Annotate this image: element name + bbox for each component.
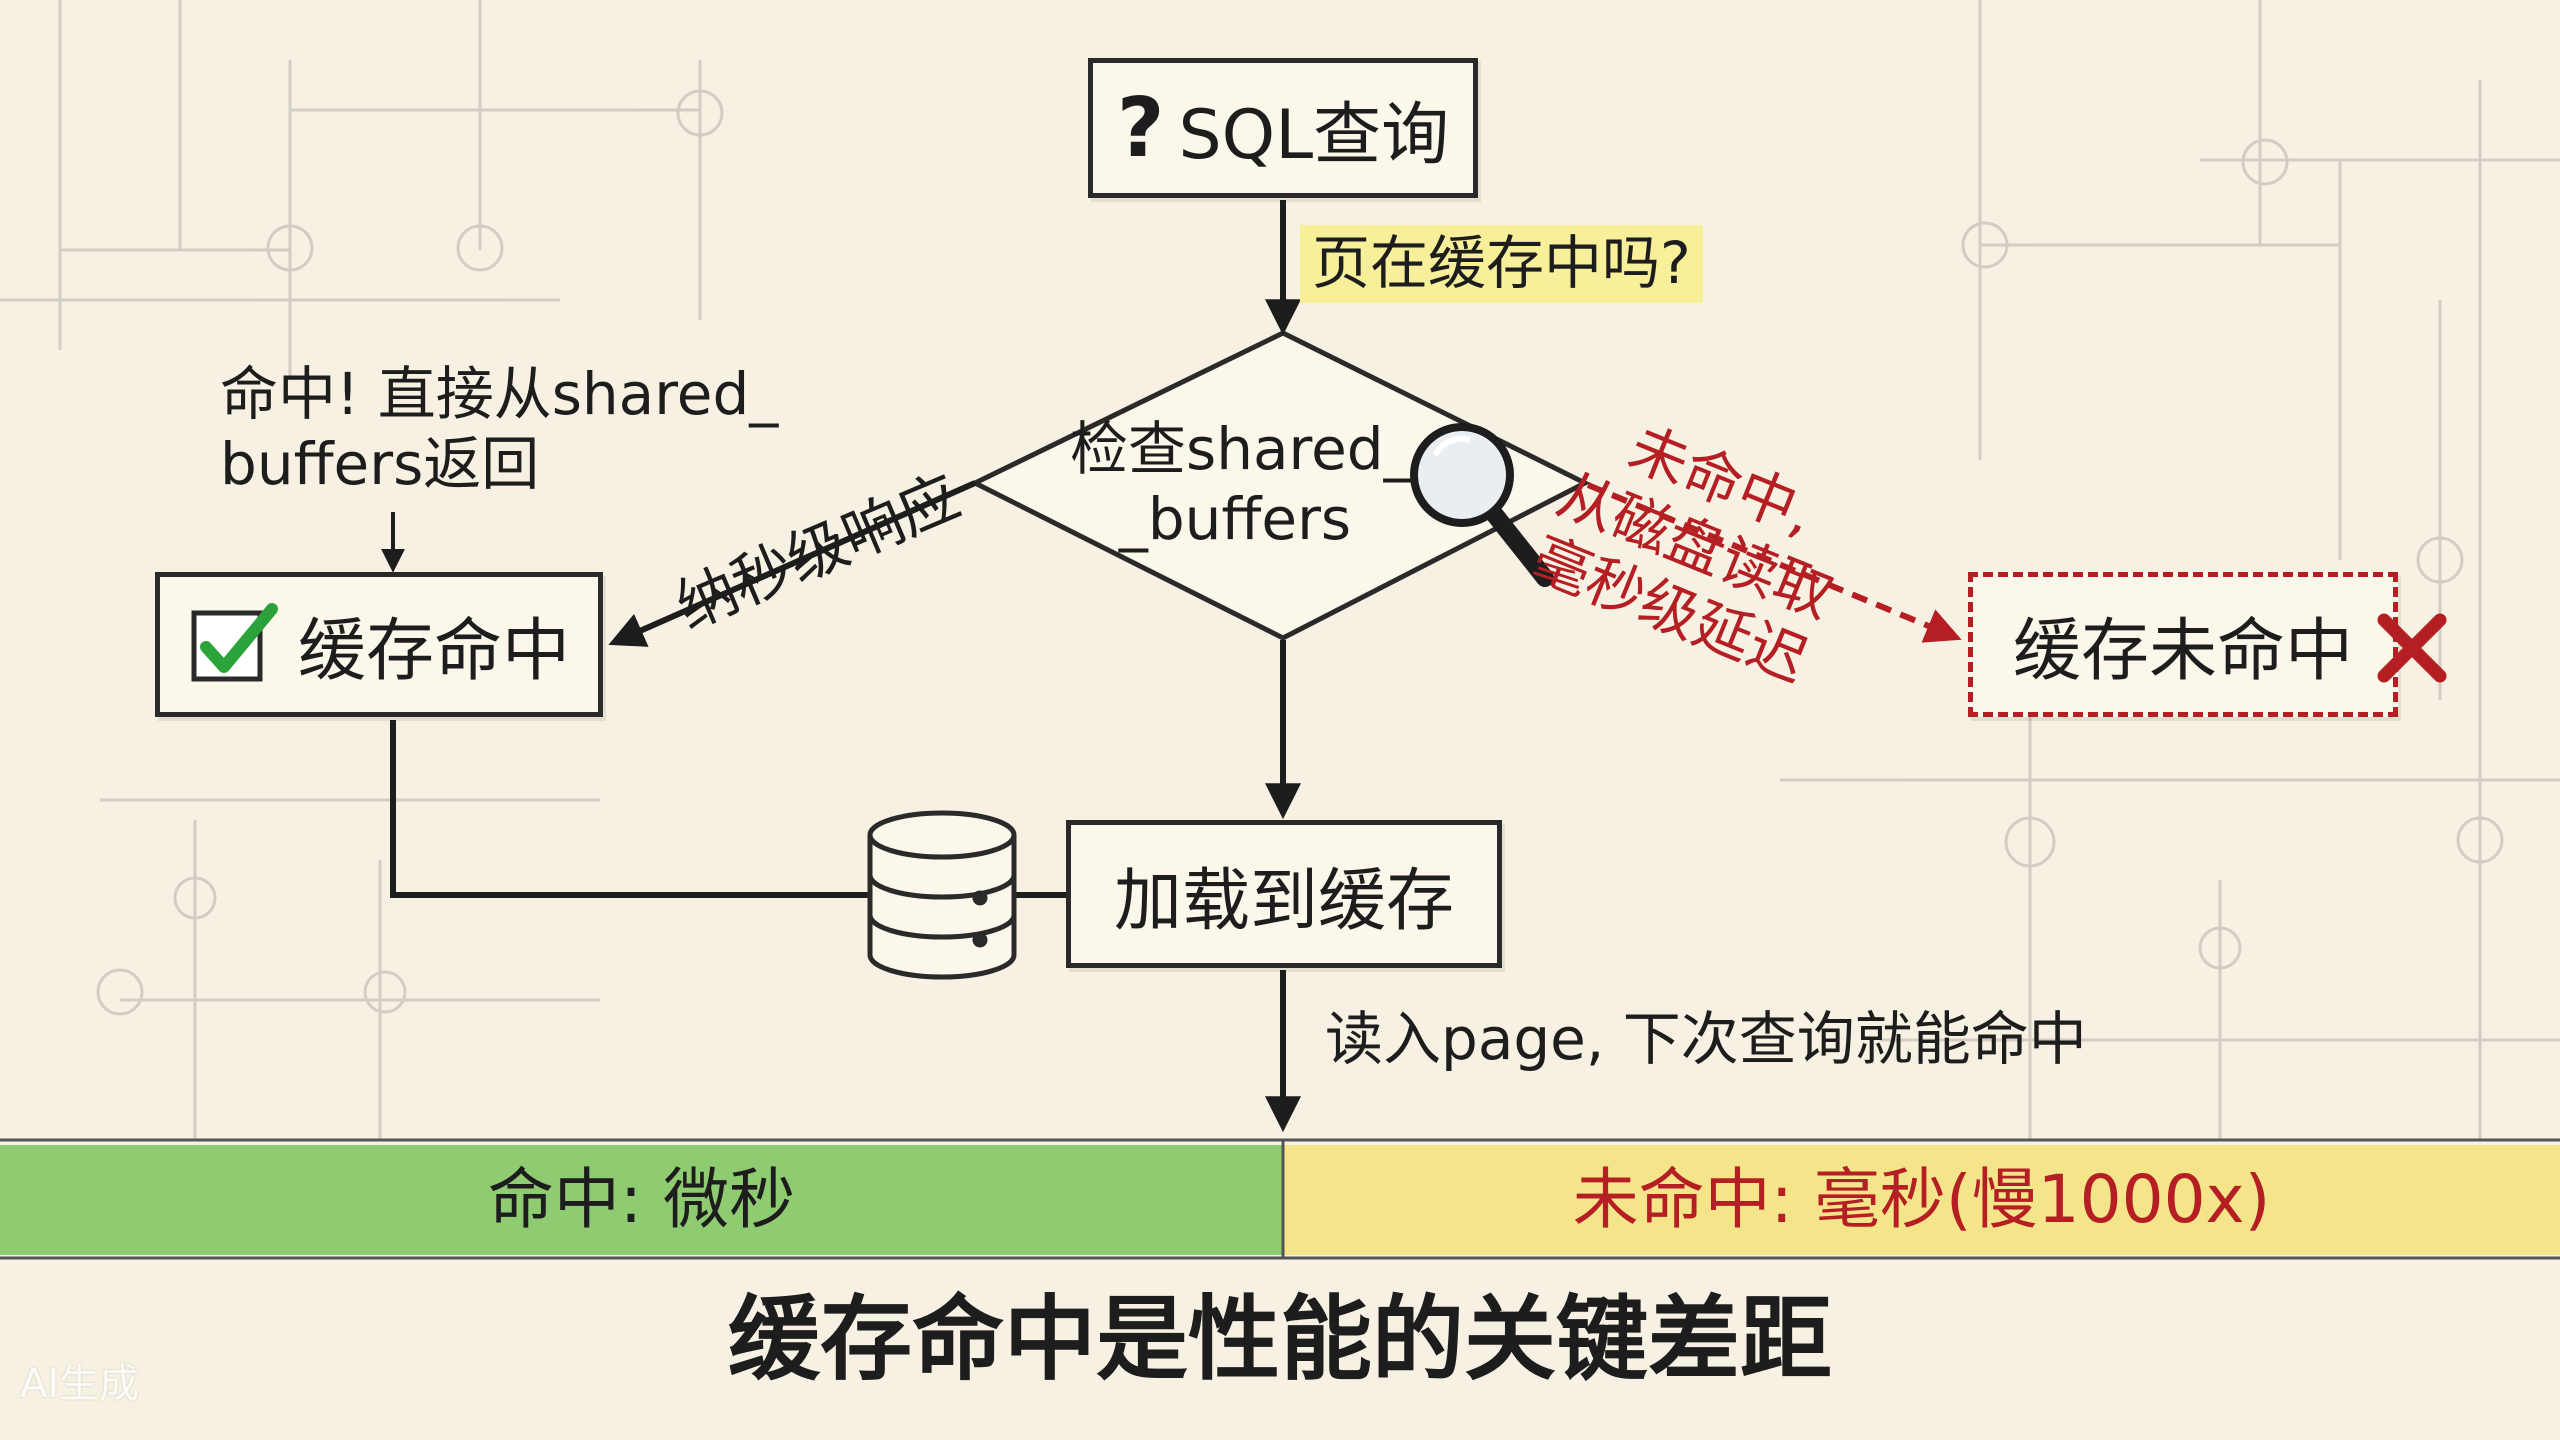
miss-band-text: 未命中: 毫秒(慢1000x) [1572,1161,2271,1238]
decision-text: 检查shared_ _buffers [1070,415,1413,553]
load-note: 读入page, 下次查询就能命中 [1325,1005,2087,1073]
cross-icon [2377,613,2447,683]
cache-hit-box: 缓存命中 [155,572,603,717]
connector-hit-to-database [390,720,868,898]
hit-band-bg [0,1145,1283,1255]
sql-query-label: SQL查询 [1178,95,1450,175]
question-icon: ? [1116,80,1165,176]
sql-query-box: ? SQL查询 [1088,58,1478,198]
miss-band-bg [1283,1145,2560,1255]
cache-miss-label: 缓存未命中 [2012,612,2353,691]
cache-hit-label: 缓存命中 [297,612,570,691]
arrow-decision-to-hit [608,480,977,647]
checkbox-check-icon [191,602,278,681]
load-cache-label: 加载到缓存 [1113,861,1454,941]
database-icon [867,810,1017,980]
cache-miss-box: 缓存未命中 [1968,572,2398,717]
hit-note: 命中! 直接从shared_ buffers返回 [220,360,779,498]
check-label: 页在缓存中吗? [1300,225,1703,303]
arrow-decision-to-miss [1586,482,1962,643]
watermark: AI生成 [20,1361,140,1407]
hit-band-text: 命中: 微秒 [487,1161,796,1238]
magnifier-icon [1410,423,1554,587]
footer-title: 缓存命中是性能的关键差距 [727,1286,1832,1393]
load-cache-box: 加载到缓存 [1066,820,1502,968]
